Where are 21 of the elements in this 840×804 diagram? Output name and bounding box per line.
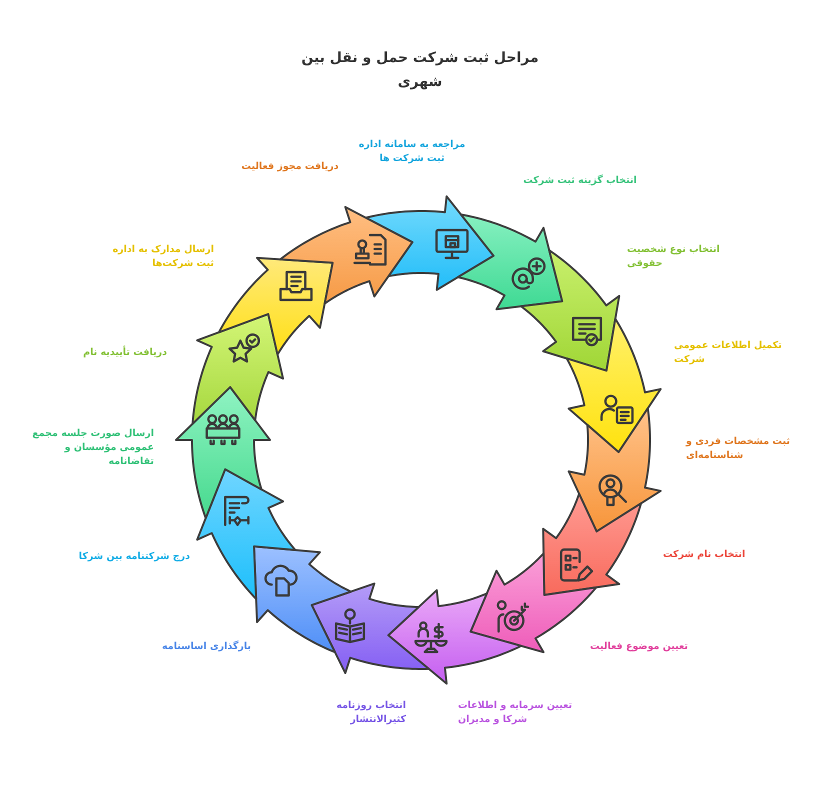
step-label: ارسال صورت جلسه مجمع عمومی مؤسسان و تقاضانامه bbox=[31, 427, 154, 469]
step-label: تکمیل اطلاعات عمومی شرکت bbox=[674, 339, 783, 367]
step-label: انتخاب روزنامه کثیرالانتشار bbox=[335, 699, 406, 727]
step-label: انتخاب گزینه ثبت شرکت bbox=[523, 174, 637, 188]
step-label: انتخاب نام شرکت bbox=[663, 548, 746, 562]
step-label: درج شرکتنامه بین شرکا bbox=[78, 550, 190, 564]
step-label: تعیین سرمایه و اطلاعات شرکا و مدیران bbox=[458, 699, 574, 727]
step-label: انتخاب نوع شخصیت حقوقی bbox=[627, 243, 721, 271]
arrow-segment bbox=[456, 213, 564, 311]
step-label: تعیین موضوع فعالیت bbox=[590, 640, 688, 654]
step-label: ارسال مدارک به اداره ثبت شرکت‌ها bbox=[112, 243, 214, 271]
step-label: ثبت مشخصات فردی و شناسنامه‌ای bbox=[686, 435, 791, 463]
step-label: بارگذاری اساسنامه bbox=[162, 640, 251, 654]
arrow-segment bbox=[567, 406, 663, 533]
step-label: دریافت مجوز فعالیت bbox=[241, 160, 339, 174]
arrow-segment bbox=[310, 582, 431, 675]
step-label: مراجعه به سامانه اداره ثبت شرکت ها bbox=[358, 138, 466, 166]
arrow-segment bbox=[278, 205, 414, 306]
title: مراحل ثبت شرکت حمل و نقل بین شهری bbox=[300, 49, 540, 92]
step-label: دریافت تأییدیه نام bbox=[83, 346, 167, 360]
arrow-segment bbox=[541, 492, 643, 597]
